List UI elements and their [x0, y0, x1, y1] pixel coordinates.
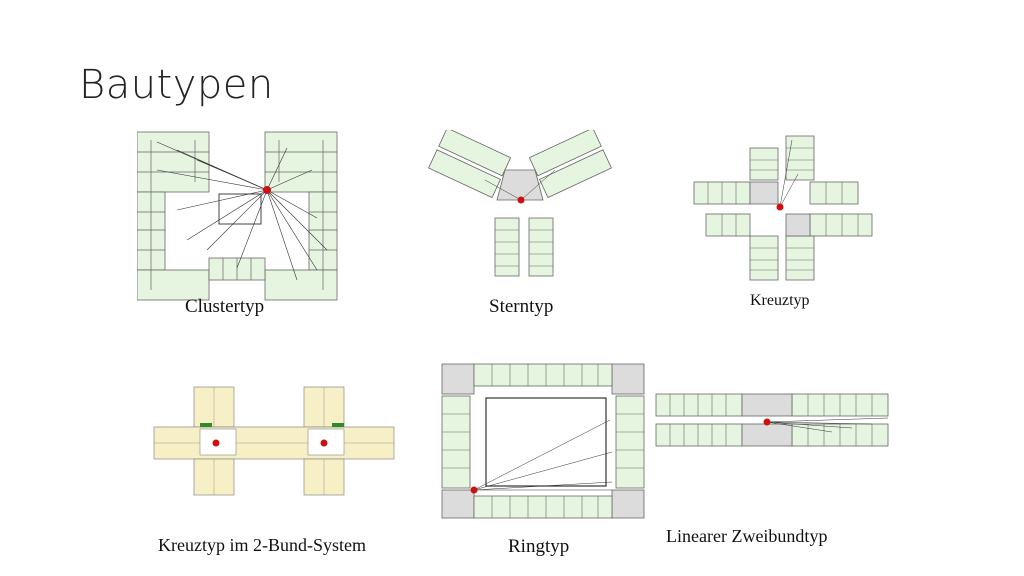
panel-kreuztyp: Kreuztyp	[692, 134, 876, 324]
panel-kreuztyp-2-bund: Kreuztyp im 2-Bund-System	[150, 385, 402, 570]
access-node-icon	[470, 486, 478, 494]
access-node-icon	[517, 196, 525, 204]
slide-title: Bautypen	[79, 62, 274, 108]
ringtyp-floorplan	[441, 363, 645, 519]
caption-clustertyp: Clustertyp	[185, 296, 265, 317]
caption-linearer-zweibundtyp: Linearer Zweibundtyp	[666, 526, 828, 546]
panel-clustertyp: Clustertyp	[137, 130, 373, 330]
access-node-icon	[320, 439, 328, 447]
caption-kreuztyp-2-bund: Kreuztyp im 2-Bund-System	[158, 535, 366, 555]
access-node-icon	[263, 186, 271, 194]
caption-kreuztyp: Kreuztyp	[750, 292, 810, 309]
kreuztyp-2-bund-floorplan	[153, 386, 395, 496]
panel-linearer-zweibundtyp: Linearer Zweibundtyp	[652, 390, 896, 550]
access-node-icon	[763, 418, 771, 426]
kreuztyp-floorplan	[693, 135, 873, 281]
caption-ringtyp: Ringtyp	[508, 536, 570, 557]
caption-sterntyp: Sterntyp	[489, 296, 554, 317]
panel-ringtyp: Ringtyp	[440, 362, 646, 574]
clustertyp-floorplan	[137, 131, 338, 301]
panel-sterntyp: Sterntyp	[425, 130, 615, 330]
sterntyp-floorplan	[428, 130, 612, 277]
access-node-icon	[212, 439, 220, 447]
linearer-zweibundtyp-floorplan	[655, 393, 889, 447]
access-node-icon	[776, 203, 784, 211]
